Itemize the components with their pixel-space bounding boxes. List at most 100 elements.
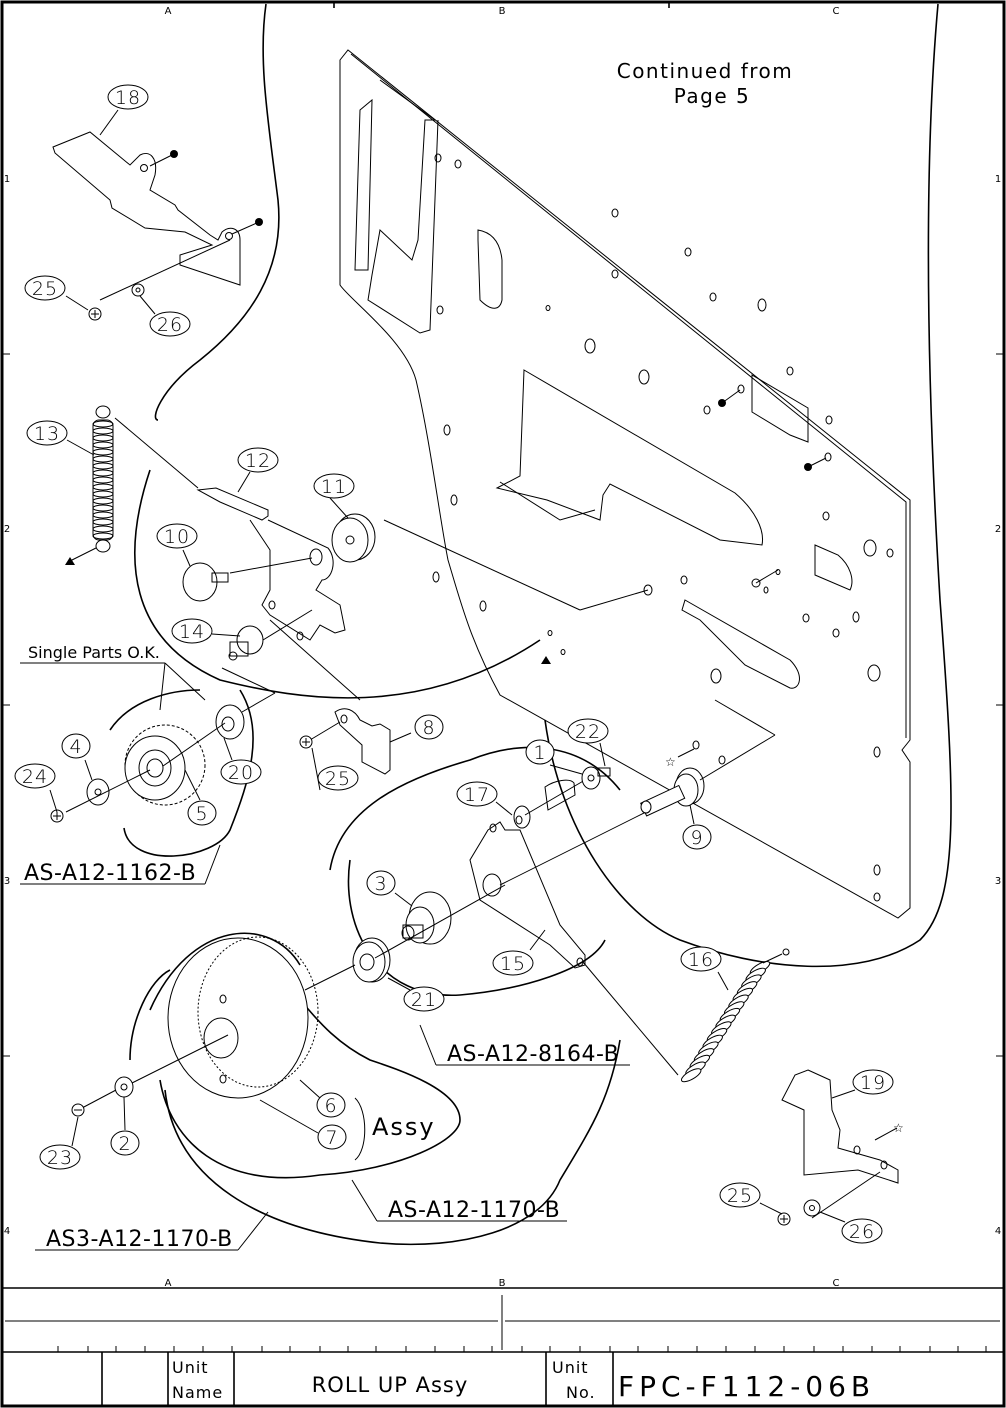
zone-label-left-2: 2 — [4, 524, 10, 535]
callout-bubble: 11 — [314, 474, 354, 518]
star-marker: ☆ — [665, 755, 676, 769]
callout-bubble: 8 — [390, 715, 443, 742]
callout-number: 12 — [245, 450, 271, 472]
callout-leader — [100, 110, 118, 135]
callout-number: 3 — [374, 873, 387, 895]
zone-label-bottom-a: A — [165, 1278, 172, 1289]
frame-boundary-curve-right — [545, 4, 951, 966]
callout-leader — [330, 498, 348, 518]
single-parts-leader-1 — [160, 663, 165, 710]
callout-bubble: 6 — [300, 1080, 345, 1117]
section-boundary-curve-upper — [155, 4, 278, 420]
callout-number: 16 — [688, 949, 714, 971]
callout-bubble: 23 — [40, 1117, 80, 1169]
star-marker: ☆ — [893, 1121, 904, 1135]
callout-bubble: 26 — [140, 296, 190, 336]
assembly-leader-1162 — [205, 845, 220, 884]
callout-number: 26 — [849, 1221, 875, 1243]
spring-coil — [93, 498, 113, 504]
callout-leader — [238, 472, 250, 492]
spring-coil — [93, 491, 113, 497]
assembly-leader-as3-1170 — [238, 1212, 268, 1250]
callout-leader — [832, 1090, 855, 1098]
spring-coil — [93, 463, 113, 469]
callout-number: 14 — [179, 621, 205, 643]
callout-number: 8 — [422, 717, 435, 739]
callout-bubble: 18 — [100, 85, 148, 135]
callout-bubble: 26 — [820, 1212, 882, 1243]
callout-bubble: 3 — [367, 871, 412, 906]
continued-note-line1: Continued from — [617, 59, 794, 83]
callout-number: 13 — [34, 423, 60, 445]
callout-number: 1 — [533, 742, 546, 764]
callout-bubble: 24 — [15, 764, 57, 812]
callout-leader — [388, 978, 410, 990]
callout-leader — [72, 1117, 78, 1146]
callout-number: 17 — [464, 784, 490, 806]
assembly-leader-8164 — [420, 1025, 436, 1065]
callout-number: 26 — [157, 314, 183, 336]
callout-leader — [600, 743, 605, 766]
assembly-label-1162: AS-A12-1162-B — [24, 861, 196, 886]
zone-label-left-4: 4 — [4, 1226, 10, 1237]
callout-number: 15 — [500, 953, 526, 975]
zone-label-right-2: 2 — [995, 524, 1001, 535]
callout-number: 6 — [324, 1095, 337, 1117]
callout-number: 4 — [69, 736, 82, 758]
callout-leader — [496, 802, 512, 815]
callout-bubble: 19 — [832, 1070, 893, 1098]
callout-leader — [395, 893, 412, 906]
assembly-label-as3-1170: AS3-A12-1170-B — [46, 1227, 233, 1252]
callout-bubble: 1 — [526, 740, 582, 774]
spring-coil — [93, 519, 113, 525]
callout-leader — [820, 1212, 845, 1222]
callout-bubble: 22 — [568, 719, 608, 766]
callout-bubble: 12 — [238, 448, 278, 492]
zone-label-right-3: 3 — [995, 876, 1001, 887]
callout-number: 20 — [228, 762, 254, 784]
callout-leader — [183, 550, 190, 566]
callout-number: 21 — [411, 989, 437, 1011]
spring-coil — [93, 477, 113, 483]
callout-leader — [66, 296, 88, 310]
zone-label-bottom-c: C — [833, 1278, 840, 1289]
spring-coil — [93, 421, 113, 427]
callout-leader — [67, 440, 94, 455]
callout-leader — [312, 748, 320, 790]
part-8-bracket — [300, 709, 390, 774]
unit-name-label-line2: Name — [172, 1383, 223, 1402]
spring-coil — [93, 505, 113, 511]
spring-coil — [93, 470, 113, 476]
callout-bubble: 2 — [111, 1097, 139, 1155]
callout-leader — [50, 790, 57, 812]
zone-label-top-b: B — [499, 6, 506, 17]
callout-bubble: 25 — [25, 276, 88, 310]
callout-number: 2 — [118, 1133, 131, 1155]
zone-label-right-4: 4 — [995, 1226, 1001, 1237]
callout-number: 5 — [195, 803, 208, 825]
callout-number: 19 — [860, 1072, 886, 1094]
unit-name-value: ROLL UP Assy — [312, 1373, 469, 1397]
unit-name-label-line1: Unit — [172, 1358, 209, 1377]
spring-coil — [93, 512, 113, 518]
assy-label: Assy — [372, 1113, 436, 1141]
callout-leader — [718, 972, 728, 990]
callout-leader — [140, 296, 155, 314]
callout-number: 11 — [321, 476, 347, 498]
callout-leader — [212, 634, 240, 636]
side-plate — [340, 50, 910, 918]
callout-number: 23 — [47, 1147, 73, 1169]
callout-number: 7 — [325, 1127, 338, 1149]
single-parts-note: Single Parts O.K. — [28, 643, 160, 662]
callout-leader — [300, 1080, 320, 1098]
unit-no-value: FPC-F112-06B — [618, 1370, 875, 1403]
callout-bubble: 10 — [157, 524, 197, 566]
callout-number: 25 — [325, 768, 351, 790]
zone-label-top-a: A — [165, 6, 172, 17]
callout-number: 25 — [32, 278, 58, 300]
callout-leader — [124, 1097, 125, 1130]
spring-coil — [93, 428, 113, 434]
unit-no-label-line1: Unit — [552, 1358, 589, 1377]
